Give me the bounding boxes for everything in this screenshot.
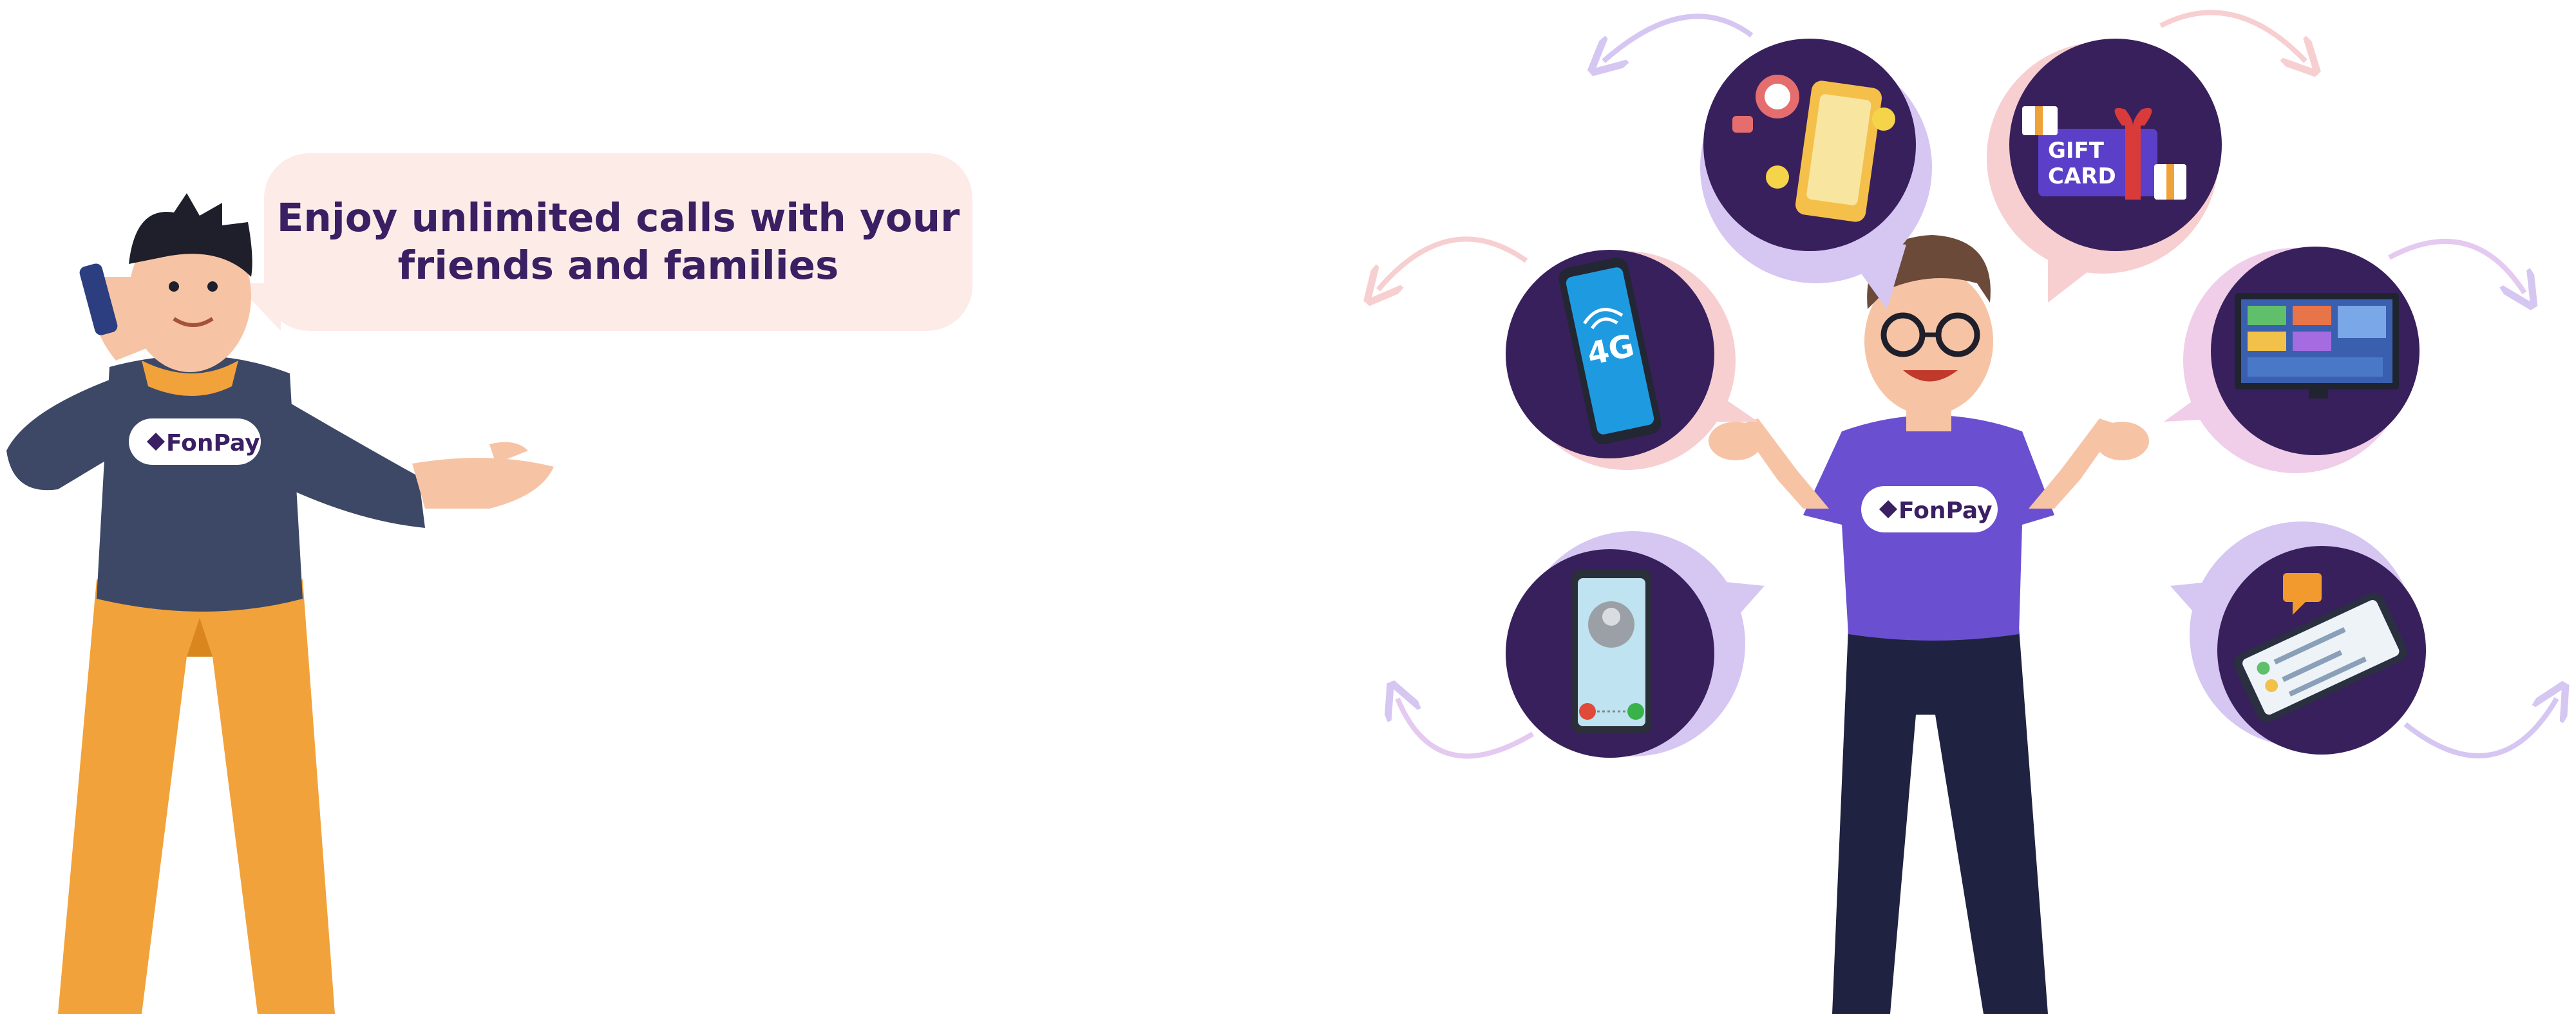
speech-bubble xyxy=(264,153,972,331)
left-character: FonPay xyxy=(6,193,554,1014)
arrow-mid-right xyxy=(2388,238,2524,293)
social-media-phone-icon xyxy=(1732,75,1895,222)
feature-circle-4g: 4G xyxy=(1506,250,1758,470)
right-character-logo-text: FonPay xyxy=(1899,498,1993,524)
right-character-logo: FonPay xyxy=(1861,486,1998,532)
gift-card-icon: GIFT CARD xyxy=(2022,106,2186,200)
arrow-bottom-right xyxy=(2403,699,2557,758)
arrow-mid-left xyxy=(1378,236,1528,290)
feature-circle-social-media xyxy=(1700,39,1932,309)
arrow-bottom-left xyxy=(1397,699,1535,759)
speech-line-2: friends and families xyxy=(397,243,839,288)
feature-circle-messaging xyxy=(2170,521,2426,755)
left-character-logo-text: FonPay xyxy=(166,430,260,456)
4g-phone-icon: 4G xyxy=(1558,257,1662,445)
left-character-hand xyxy=(412,458,554,509)
right-character-head xyxy=(1864,267,1993,415)
speech-line-1: Enjoy unlimited calls with your xyxy=(276,194,960,241)
arrow-top-left xyxy=(1604,14,1754,61)
feature-circle-gift-card: GIFT CARD xyxy=(1987,39,2222,303)
arrow-top-right xyxy=(2159,10,2306,61)
gift-card-label-1: GIFT xyxy=(2048,138,2105,164)
left-character-logo: FonPay xyxy=(129,418,261,465)
right-character-pants xyxy=(1832,628,2048,1014)
feature-circle-phone-call xyxy=(1506,531,1765,758)
left-character-pants xyxy=(58,579,335,1014)
messaging-phone-icon xyxy=(2233,592,2407,722)
left-character-head xyxy=(129,220,251,372)
speech-bubble-text: Enjoy unlimited calls with your friends … xyxy=(264,153,972,331)
right-character: FonPay xyxy=(1709,235,2149,1014)
feature-circle-smart-tv xyxy=(2164,247,2420,473)
phone-call-icon xyxy=(1571,570,1652,734)
smart-tv-icon xyxy=(2235,293,2399,399)
gift-card-label-2: CARD xyxy=(2048,164,2116,189)
